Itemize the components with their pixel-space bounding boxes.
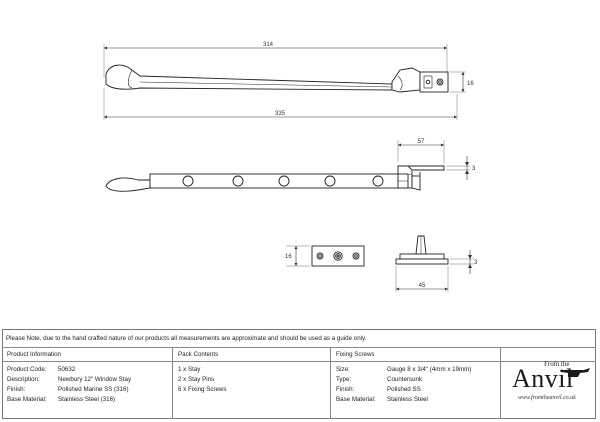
divider: [2, 347, 596, 348]
disclaimer-note: Please Note, due to the hand crafted nat…: [6, 335, 367, 342]
pack-contents-title: Pack Contents: [178, 351, 219, 358]
finish-label: Finish:: [7, 386, 26, 393]
dim-335-label: 335: [275, 111, 286, 117]
fixing-screws-title: Fixing Screws: [336, 351, 375, 358]
side-view: [105, 165, 445, 192]
base-material-value: Stainless Steel (316): [58, 396, 116, 403]
screw-base-material-label: Base Material:: [336, 396, 376, 403]
dim-16-top-label: 16: [467, 81, 474, 87]
logo-url-text: www.fromtheanvil.co.uk: [518, 395, 576, 401]
product-information-title: Product Information: [7, 351, 61, 358]
dim-45-label: 45: [419, 283, 426, 289]
screw-finish-label: Finish:: [336, 386, 355, 393]
description-value: Newbury 12" Window Stay: [58, 376, 132, 383]
pack-item: 6 x Fixing Screws: [178, 386, 227, 393]
column-divider: [500, 347, 501, 419]
column-divider: [172, 347, 173, 419]
pack-item: 2 x Stay Pins: [178, 376, 215, 383]
column-divider: [330, 347, 331, 419]
anvil-icon: [560, 368, 590, 377]
stay-pin: [395, 235, 449, 265]
base-material-label: Base Material:: [7, 396, 47, 403]
product-code-label: Product Code:: [7, 366, 47, 373]
from-the-anvil-logo: From the Anvil www.fromtheanvil.co.uk: [506, 360, 592, 406]
logo-from-text: From the: [544, 360, 570, 368]
size-label: Size:: [336, 366, 350, 373]
finish-value: Polished Marine SS (316): [58, 386, 129, 393]
type-label: Type:: [336, 376, 352, 383]
description-label: Description:: [7, 376, 40, 383]
logo-brand-text: Anvil: [512, 364, 574, 393]
dim-57-label: 57: [418, 139, 425, 145]
dim-3-side-label: 3: [472, 166, 476, 172]
dim-3-pin-label: 3: [474, 260, 478, 266]
pack-item: 1 x Stay: [178, 366, 201, 373]
info-panel: [2, 329, 596, 419]
divider: [2, 361, 596, 362]
size-value: Gauge 8 x 3/4" (4mm x 19mm): [387, 366, 472, 373]
dim-16-plate-label: 16: [285, 254, 292, 260]
type-value: Countersunk: [387, 376, 423, 383]
dim-314-label: 314: [263, 42, 274, 48]
screw-base-material-value: Stainless Steel: [387, 396, 428, 403]
screw-finish-value: Polished SS: [387, 386, 421, 393]
keep-plate: [311, 245, 365, 267]
top-view: [103, 44, 458, 120]
technical-drawing: 314 335 16 57 3 16: [103, 42, 478, 292]
product-code-value: 50632: [58, 366, 76, 373]
